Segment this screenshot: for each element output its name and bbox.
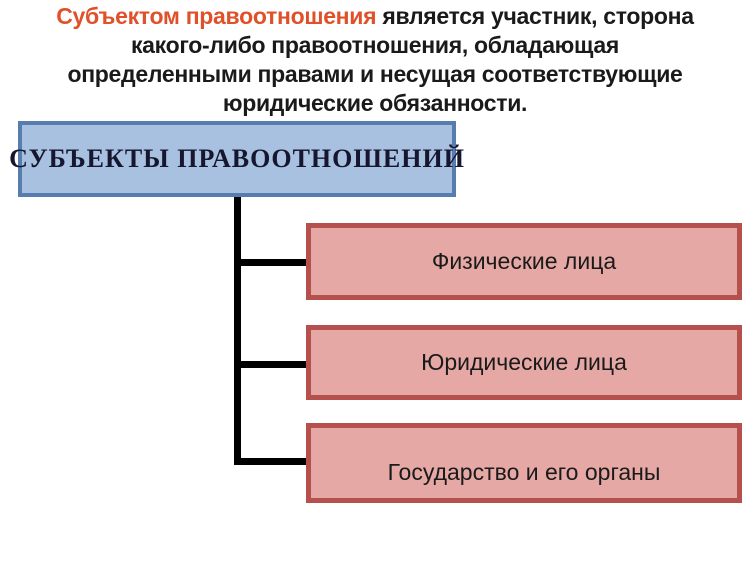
intro-highlight-text: Субъектом правоотношения [56,3,377,29]
intro-line-1: Субъектом правоотношения является участн… [0,2,750,31]
child-node-label: Юридические лица [421,349,627,375]
connector-branch-2 [234,361,306,368]
connector-branch-1 [234,259,306,266]
intro-line-2: какого-либо правоотношения, обладающая [130,32,620,58]
intro-line-4: юридические обязанности. [222,90,528,116]
connector-trunk [234,197,241,465]
root-node-label: СУБЪЕКТЫ ПРАВООТНОШЕНИЙ [9,144,465,173]
child-node-individuals: Физические лица [306,223,742,300]
child-node-state-organs: Государство и его органы [306,423,742,503]
intro-line-1-rest: является участник, сторона [376,3,694,29]
root-node-subjects: СУБЪЕКТЫ ПРАВООТНОШЕНИЙ [9,121,464,197]
child-node-legal-entities: Юридические лица [306,325,742,400]
intro-paragraph: Субъектом правоотношения является участн… [0,2,750,118]
child-node-label: Государство и его органы [387,459,661,485]
child-node-label: Физические лица [431,248,617,274]
connector-branch-3 [234,458,306,465]
intro-line-3: определенными правами и несущая соответс… [67,61,683,87]
